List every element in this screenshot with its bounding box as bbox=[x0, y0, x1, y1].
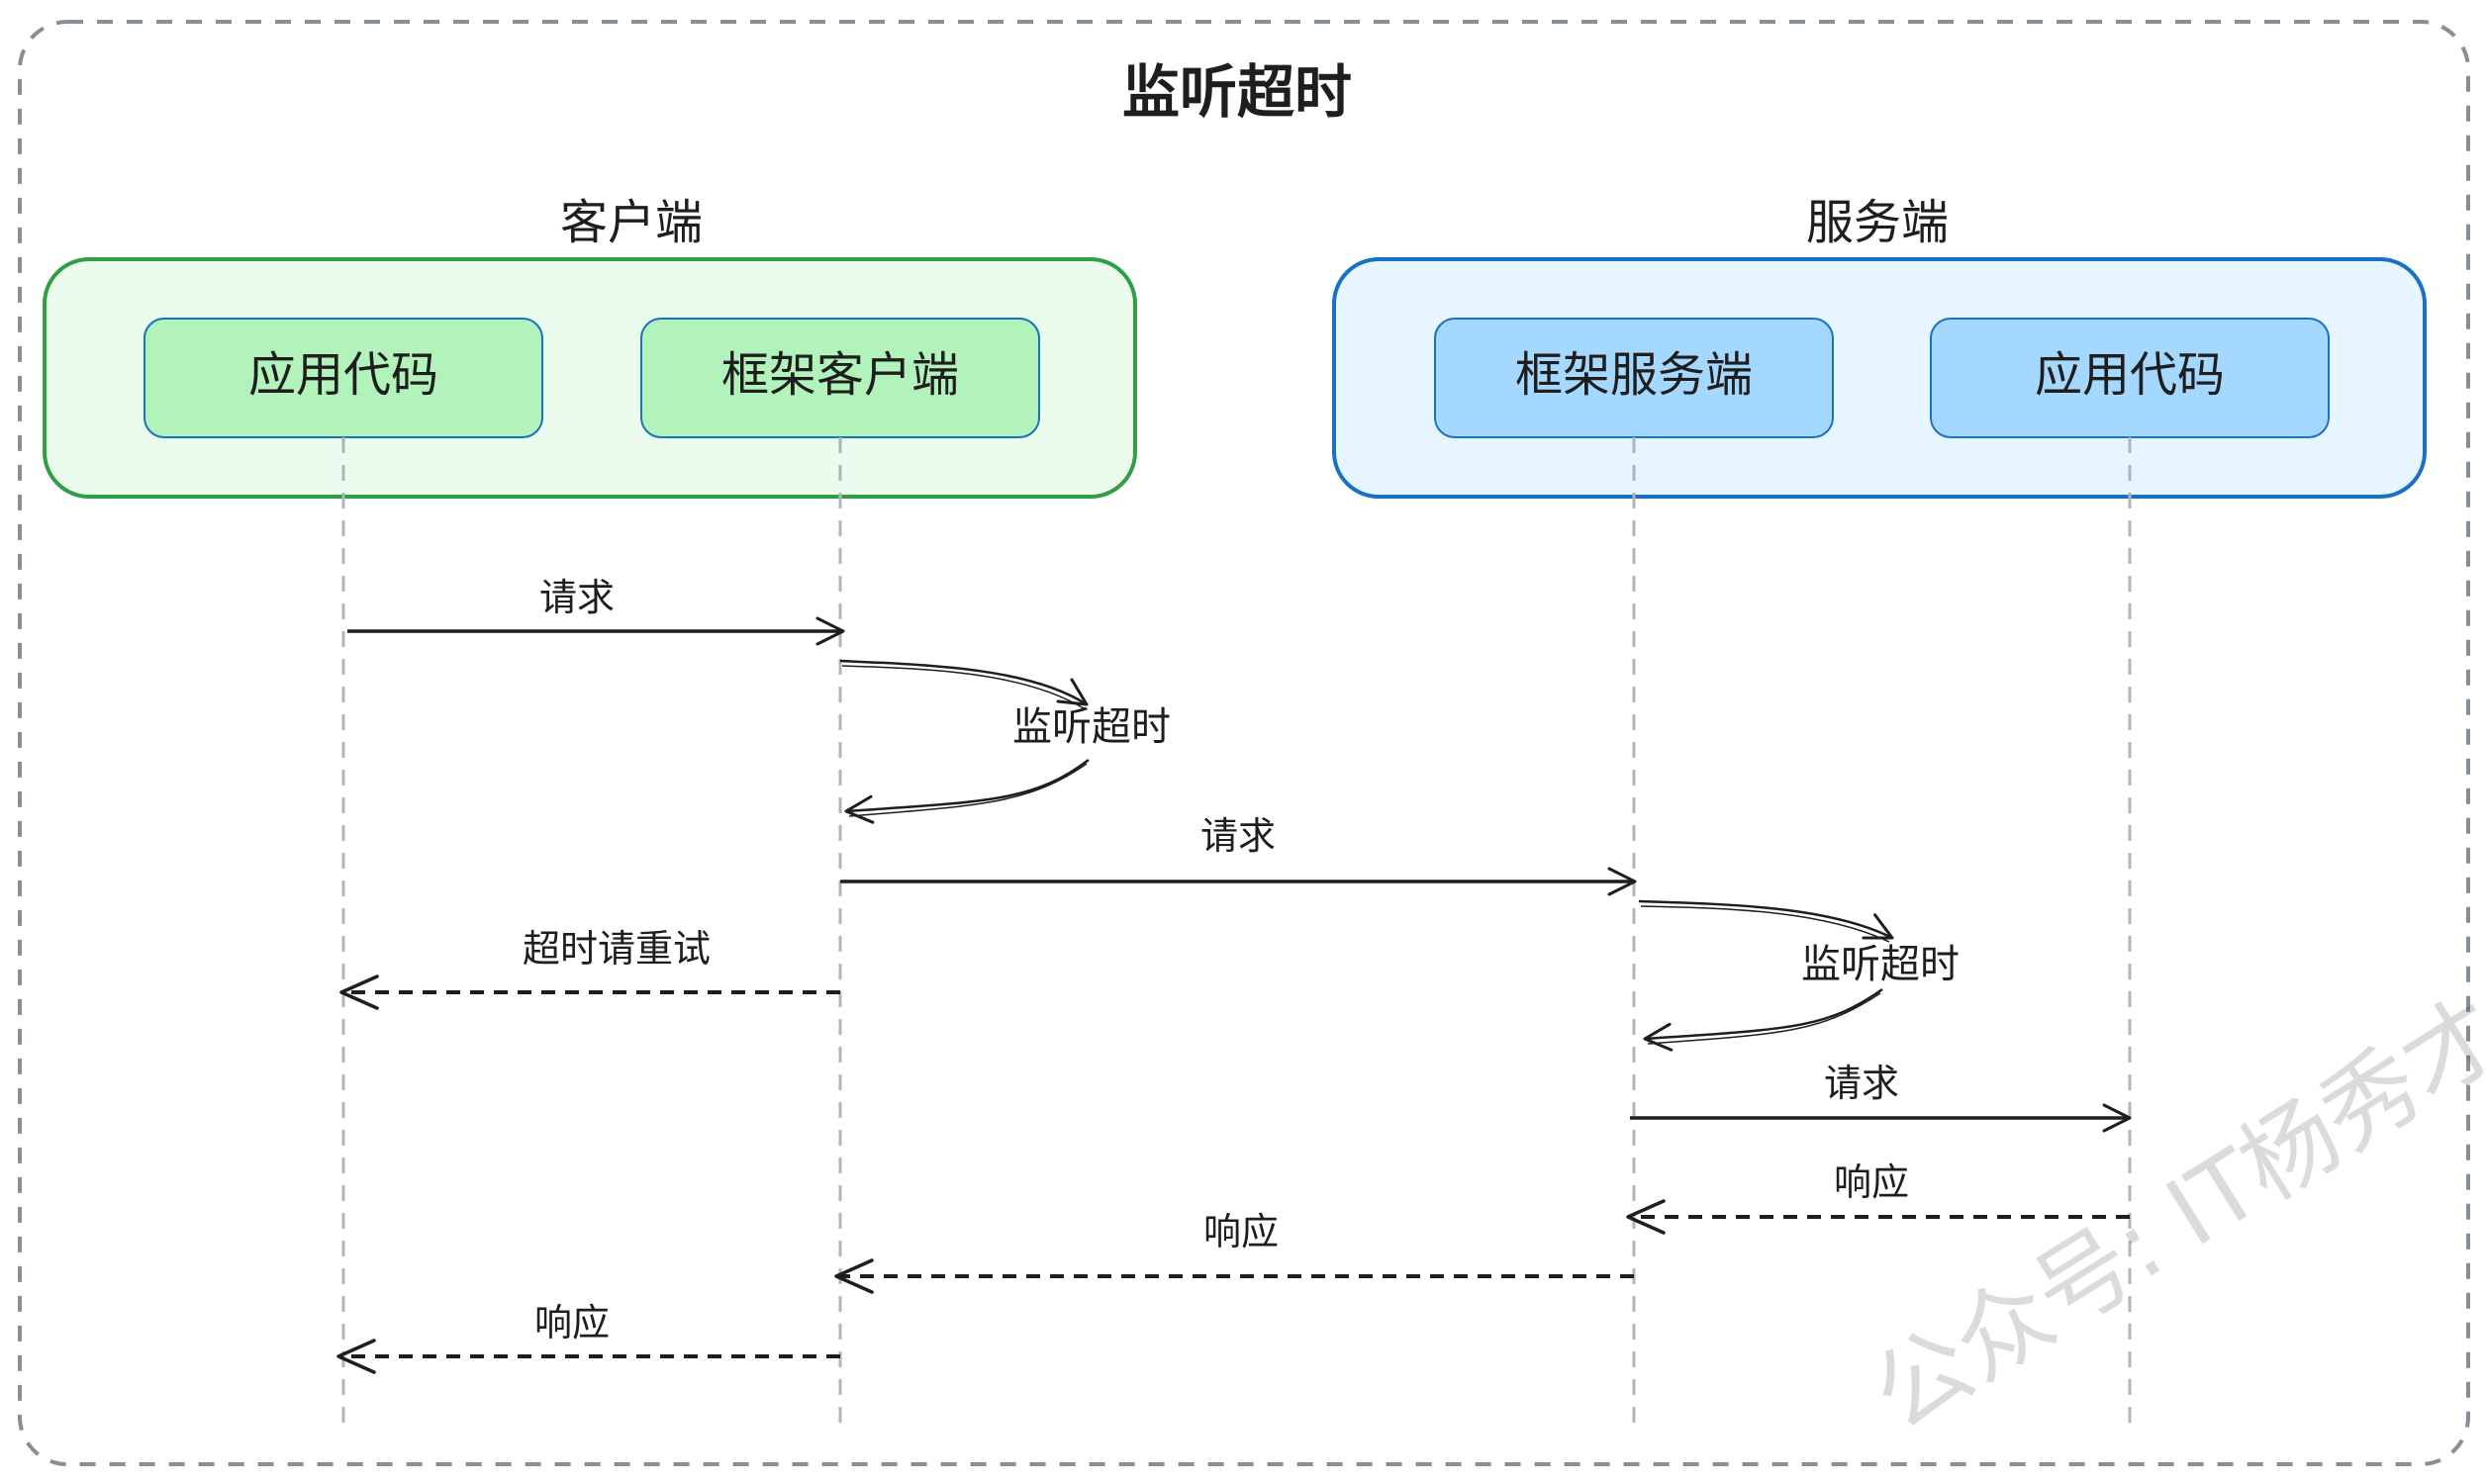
client-framework-label: 框架客户端 bbox=[721, 347, 959, 403]
label-timeout-retry: 超时请重试 bbox=[523, 927, 711, 971]
self-loop-listen-timeout-2 bbox=[1638, 899, 1894, 940]
client-app-code-label: 应用代码 bbox=[248, 347, 438, 403]
self-loop-listen-timeout-1 bbox=[839, 659, 1089, 706]
server-group-label: 服务端 bbox=[1806, 195, 1949, 250]
server-app-code-label: 应用代码 bbox=[2035, 347, 2225, 403]
diagram-title: 监听超时 bbox=[1122, 58, 1352, 126]
label-response-2: 响应 bbox=[1203, 1210, 1279, 1253]
self-loop-listen-timeout-2-return-stroke2 bbox=[1647, 992, 1881, 1045]
label-request-2: 请求 bbox=[1200, 814, 1276, 858]
label-request-1: 请求 bbox=[539, 576, 615, 619]
label-listen-timeout-2: 监听超时 bbox=[1801, 942, 1960, 987]
client-group-label: 客户端 bbox=[560, 195, 703, 250]
self-loop-listen-timeout-2-stroke2 bbox=[1640, 905, 1890, 943]
watermark: 公众号: IT杨秀才 bbox=[1854, 977, 2488, 1452]
outer-frame bbox=[18, 20, 2470, 1466]
self-loop-listen-timeout-1-return-stroke2 bbox=[848, 763, 1088, 817]
label-response-1: 响应 bbox=[1834, 1160, 1909, 1204]
label-response-3: 响应 bbox=[534, 1301, 610, 1345]
server-framework-label: 框架服务端 bbox=[1515, 347, 1753, 403]
self-loop-listen-timeout-1-return bbox=[844, 759, 1090, 824]
label-listen-timeout-1: 监听超时 bbox=[1012, 704, 1171, 750]
self-loop-listen-timeout-1-stroke2 bbox=[841, 665, 1085, 709]
label-request-3: 请求 bbox=[1824, 1062, 1899, 1105]
self-loop-listen-timeout-2-return bbox=[1643, 987, 1883, 1052]
